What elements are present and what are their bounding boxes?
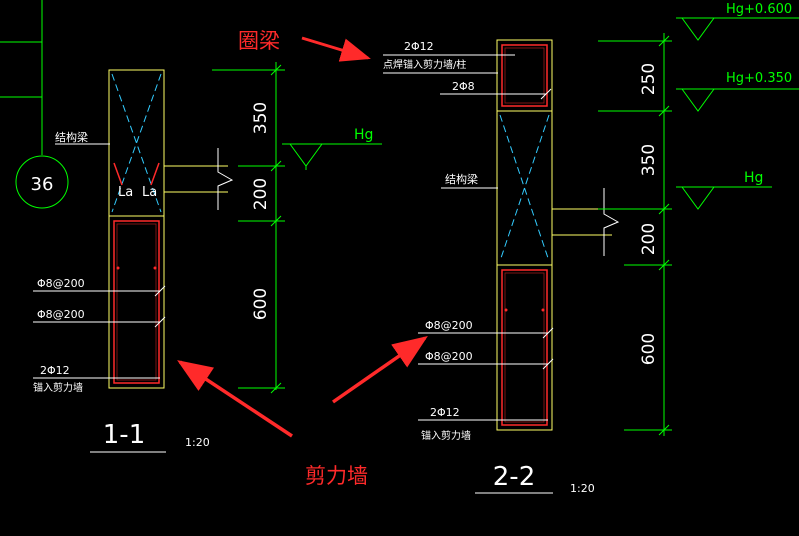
ring-beam-outline	[108, 69, 165, 389]
leader-lines-1	[33, 285, 166, 379]
dim-600-2: 600	[639, 333, 659, 365]
ring-beam-arrow	[301, 36, 371, 62]
annotation-shear-wall: 剪力墙	[177, 336, 428, 488]
stirrup-label-3: Φ8@200	[425, 319, 473, 332]
scale-label-1: 1:20	[185, 436, 210, 449]
bottom-rebar-cage	[501, 269, 548, 426]
bottom-bar-label-2: 2Φ12	[430, 406, 460, 419]
level-label-hg-2: Hg	[744, 170, 763, 186]
bottom-bar-note-2: 锚入剪力墙	[421, 429, 471, 442]
stirrup-label-1: Φ8@200	[37, 277, 85, 290]
level-label-hg-0350: Hg+0.350	[726, 71, 792, 86]
top-rebar-cage	[501, 44, 548, 107]
level-marker-hg	[282, 143, 382, 170]
structural-beam-lines-2	[552, 208, 612, 236]
section-title-1-1: 1-1	[103, 420, 145, 450]
mid-bar-label: 2Φ8	[452, 80, 475, 93]
dim-350: 350	[251, 102, 271, 134]
bottom-bar-label: 2Φ12	[40, 364, 70, 377]
section-1-1: 350 200 600 Hg 结构梁 La La Φ8@200 Φ8@200 2…	[33, 62, 382, 453]
rebar-stirrup	[113, 220, 160, 384]
level-label-hg: Hg	[354, 127, 373, 143]
grid-axis	[0, 0, 69, 209]
la-label-right: La	[142, 185, 157, 200]
dimension-texts-1: 350 200 600	[251, 102, 271, 320]
dimension-texts-2: 250 350 200 600	[639, 63, 659, 365]
diagonal-lines-2	[499, 114, 550, 262]
structural-beam-label: 结构梁	[55, 130, 88, 144]
section-title-2-2: 2-2	[493, 462, 535, 492]
shear-wall-annotation: 剪力墙	[305, 464, 368, 488]
stirrup-label-4: Φ8@200	[425, 350, 473, 363]
section-2-2: 250 350 200 600 Hg+0.600 Hg+0.350 Hg	[383, 2, 799, 495]
dimension-line-1	[212, 62, 285, 394]
ring-beam-annotation: 圈梁	[238, 29, 280, 53]
structural-beam-label-2: 结构梁	[445, 172, 478, 186]
dim-600: 600	[251, 288, 271, 320]
level-marker-hg-0600	[676, 17, 799, 41]
diagonal-lines	[111, 73, 162, 213]
stirrup-label-2: Φ8@200	[37, 308, 85, 321]
dimension-line-2	[598, 33, 672, 436]
level-marker-hg-0350	[676, 88, 799, 112]
level-label-hg-0600: Hg+0.600	[726, 2, 792, 17]
top-bar-label: 2Φ12	[404, 40, 434, 53]
level-marker-hg-2	[676, 186, 772, 210]
dim-350-2: 350	[639, 144, 659, 176]
structural-beam-lines	[164, 165, 228, 193]
grid-bubble-label: 36	[31, 174, 54, 195]
leader-lines-2	[383, 54, 554, 421]
dim-200-2: 200	[639, 223, 659, 255]
annotation-ring-beam: 圈梁	[238, 29, 371, 62]
scale-label-2: 1:20	[570, 482, 595, 495]
shear-wall-arrow-right	[332, 336, 428, 404]
bottom-bar-note: 锚入剪力墙	[33, 381, 83, 394]
dim-200: 200	[251, 178, 271, 210]
shear-wall-arrow-left	[177, 360, 293, 438]
grid-bubble	[15, 155, 69, 209]
dim-250: 250	[639, 63, 659, 95]
top-bar-note: 点焊锚入剪力墙/柱	[383, 58, 466, 71]
la-label-left: La	[118, 185, 133, 200]
